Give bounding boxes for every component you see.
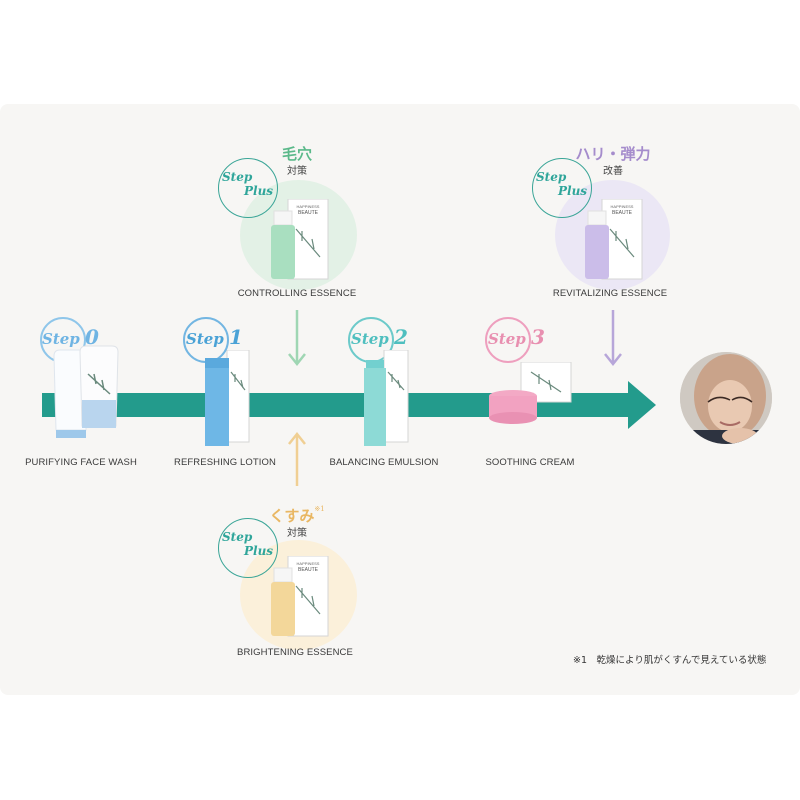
svg-text:BEAUTE: BEAUTE [612,210,633,216]
product-label-emulsion: BALANCING EMULSION [329,457,439,468]
svg-text:HAPPINESS: HAPPINESS [611,204,634,209]
footnote: ※1 乾燥により肌がくすんで見えている状態 [573,655,767,666]
revitalizing-essence-icon: HAPPINESS BEAUTE [585,199,643,280]
product-label-revitalizing-essence: REVITALIZING ESSENCE [552,288,668,299]
face-wash-tubes-icon [53,345,119,438]
svg-text:BEAUTE: BEAUTE [298,210,319,216]
pore-heading: 毛穴 [281,145,313,163]
cream-jar-icon [489,362,572,424]
svg-text:HAPPINESS: HAPPINESS [297,561,320,566]
step-1-label: Step 1 [186,325,243,349]
step-3-circle-icon [485,317,531,363]
firm-heading: ハリ・弾力 [575,145,651,163]
firm-step-plus-circle-icon [532,158,592,218]
firm-subheading: 改善 [603,166,623,177]
controlling-essence-icon: HAPPINESS BEAUTE [271,199,329,280]
pore-subheading: 対策 [287,166,307,177]
step-0-label: Step 0 [42,325,99,349]
brightening-essence-icon: HAPPINESS BEAUTE [271,556,329,637]
dull-step-plus-circle-icon [218,518,278,578]
product-label-controlling-essence: CONTROLLING ESSENCE [237,288,357,299]
product-label-face-wash: PURIFYING FACE WASH [25,457,137,468]
product-label-brightening-essence: BRIGHTENING ESSENCE [237,647,353,658]
product-label-lotion: REFRESHING LOTION [174,457,276,468]
dull-subheading: 対策 [287,528,307,539]
model-portrait-image [680,352,772,444]
step-3-label: Step 3 [488,325,545,349]
product-label-cream: SOOTHING CREAM [485,457,575,468]
pore-step-plus-circle-icon [218,158,278,218]
arrow-down-firm-icon [604,310,622,367]
step-2-label: Step 2 [351,325,408,349]
arrow-down-pore-icon [288,310,306,367]
emulsion-bottle-icon [364,350,409,446]
lotion-bottle-icon [205,350,250,446]
dull-heading: くすみ※1 [269,505,325,525]
svg-text:BEAUTE: BEAUTE [298,567,319,573]
svg-text:HAPPINESS: HAPPINESS [297,204,320,209]
arrow-up-dull-icon [288,431,306,486]
